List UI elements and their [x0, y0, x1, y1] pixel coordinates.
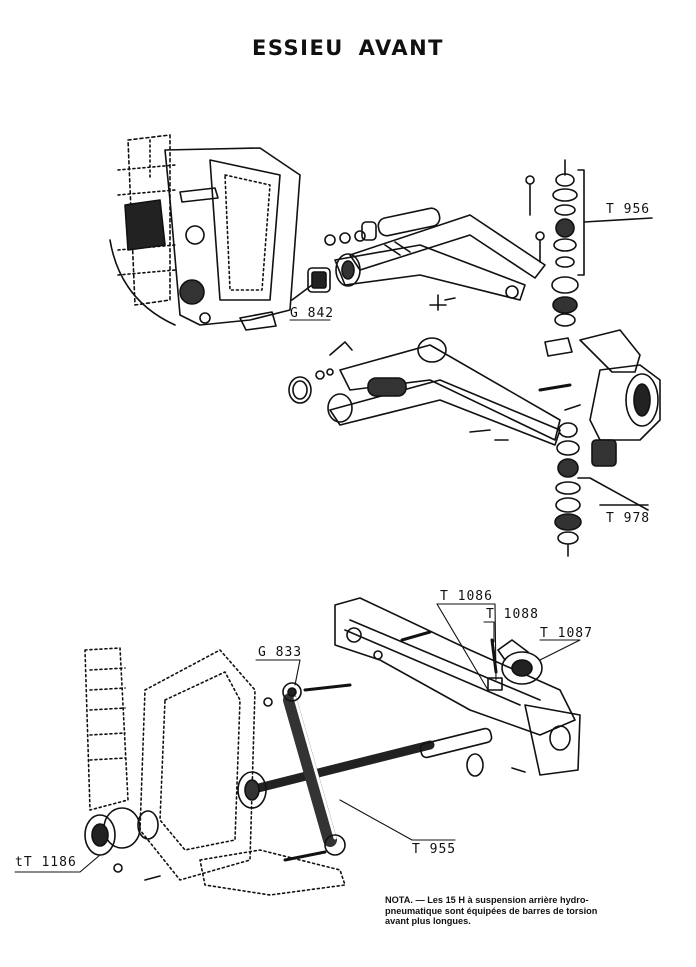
page-title: ESSIEU AVANT [252, 36, 444, 60]
part-ref-g842: G 842 [290, 306, 335, 321]
part-ref-t1087: T 1087 [540, 626, 593, 641]
bushing-g842-part [291, 267, 331, 301]
chassis-frame-illustration [109, 134, 301, 331]
part-ref-t978: T 978 [606, 511, 651, 526]
part-ref-t955: T 955 [412, 842, 457, 857]
part-ref-tt1186: tT 1186 [15, 855, 77, 870]
leader-lines [14, 319, 581, 873]
lower-balljoint-stack-part [554, 422, 649, 557]
shock-absorber-part [263, 682, 352, 862]
part-ref-t1088: T 1088 [486, 607, 539, 622]
lower-wishbone-arm-part [288, 337, 561, 446]
part-ref-t956: T 956 [606, 202, 651, 217]
eccentric-ring-t1087-part [497, 639, 543, 685]
crossmember-part [334, 597, 581, 776]
nota-footnote: NOTA. — Les 15 H à suspension arrière hy… [385, 895, 598, 926]
torsion-bar-part [84, 727, 526, 881]
steering-knuckle-part [538, 329, 661, 467]
part-ref-t1086: T 1086 [440, 589, 493, 604]
upper-balljoint-stack-part [525, 159, 653, 327]
upper-wishbone-arm-part [324, 207, 546, 311]
part-ref-g833: G 833 [258, 645, 303, 660]
